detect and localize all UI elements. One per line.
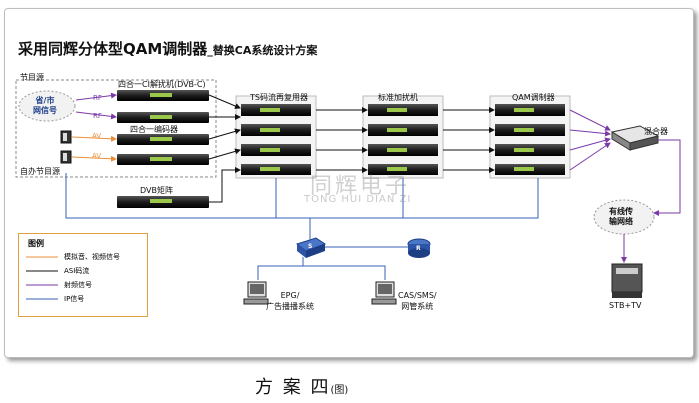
- diagram-title: 采用同辉分体型QAM调制器_替换CA系统设计方案: [18, 40, 318, 58]
- provincial-signal-label: 省/市 网信号: [33, 96, 57, 115]
- cas-label: CAS/SMS/ 网管系统: [398, 291, 437, 311]
- scrambler-device-2: [368, 124, 438, 136]
- diagram-frame: [4, 8, 694, 358]
- ts-mux-device-3: [241, 144, 311, 156]
- legend-box: [18, 233, 148, 317]
- legend-item-asi: ASI码流: [64, 267, 90, 275]
- cable-network-label: 有线传 输网络: [609, 207, 633, 226]
- camera-icon-1: [60, 130, 72, 144]
- legend-item-analog: 模拟音、视频信号: [64, 253, 120, 261]
- qam-label: QAM调制器: [512, 93, 555, 102]
- computer-icon-epg: [243, 281, 269, 305]
- router-label: R: [416, 245, 421, 252]
- dvb-matrix-label: DVB矩阵: [140, 186, 173, 195]
- qam-device-3: [495, 144, 565, 156]
- mixer-label: 混合器: [644, 127, 668, 136]
- legend-title: 图例: [28, 239, 44, 248]
- scrambler-device-4: [368, 164, 438, 175]
- provincial-signal-cloud: [18, 90, 76, 122]
- scrambler-label: 标准加扰机: [378, 93, 418, 102]
- receiver-device-1: [117, 90, 209, 101]
- router-icon: [407, 238, 431, 258]
- switch-label: S: [308, 243, 313, 250]
- mixer-device: [610, 125, 660, 151]
- ts-mux-device-1: [241, 104, 311, 116]
- encoder-device-1: [117, 134, 209, 145]
- encoder-device-2: [117, 154, 209, 165]
- stb-tv-label: STB+TV: [609, 301, 642, 310]
- dvb-matrix-device: [117, 196, 209, 208]
- receiver-device-2: [117, 112, 209, 123]
- receiver-label: 四合一CI解扰机(DVB-C): [118, 80, 206, 89]
- rf-label-1: RF: [93, 94, 102, 102]
- scrambler-device-1: [368, 104, 438, 116]
- caption: 方 案 四(图): [255, 377, 349, 398]
- watermark-en: TONG HUI DIAN ZI: [304, 194, 412, 205]
- legend-item-ip: IP信号: [64, 295, 85, 303]
- computer-icon-cas: [371, 281, 397, 305]
- ts-mux-device-2: [241, 124, 311, 136]
- encoder-label: 四合一编码器: [130, 125, 178, 134]
- rf-label-2: RF: [93, 112, 102, 120]
- program-source-box: [15, 79, 217, 178]
- camera-icon-2: [60, 150, 72, 164]
- program-source-label: 节目源: [20, 73, 44, 82]
- switch-icon: [295, 237, 327, 258]
- ts-mux-device-4: [241, 164, 311, 175]
- qam-device-4: [495, 164, 565, 175]
- av-label-2: AV: [92, 152, 102, 160]
- qam-device-2: [495, 124, 565, 136]
- qam-device-1: [495, 104, 565, 116]
- stb-tv-icon: [611, 263, 643, 298]
- watermark-cn: 同辉电子: [310, 174, 411, 199]
- scrambler-device-3: [368, 144, 438, 156]
- legend-item-rf: 射频信号: [64, 281, 92, 289]
- ts-mux-label: TS码流再复用器: [250, 93, 308, 102]
- epg-label: EPG/ 广告播播系统: [266, 291, 314, 311]
- av-label-1: AV: [92, 132, 102, 140]
- self-program-label: 自办节目源: [20, 167, 60, 176]
